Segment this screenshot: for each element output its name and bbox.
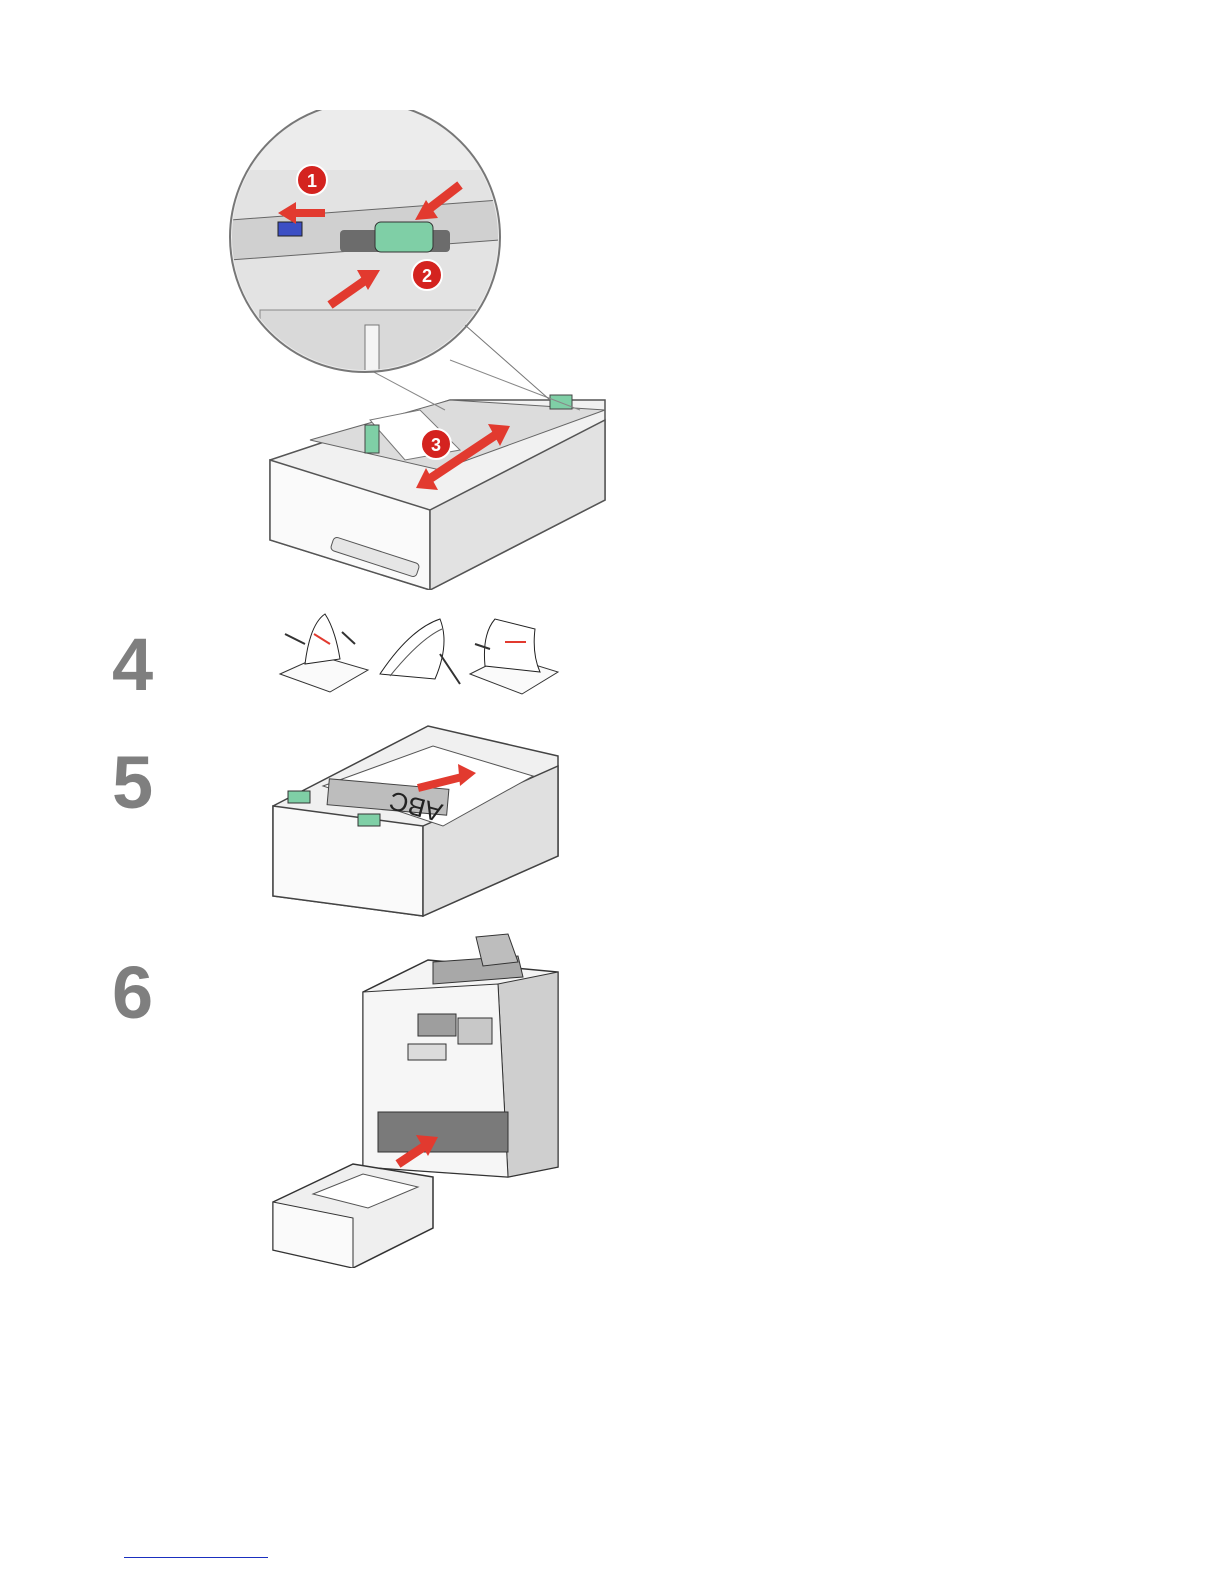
insert-tray-illustration — [268, 932, 563, 1268]
tray-with-paper-image: ABC — [273, 726, 558, 916]
callout-1: 1 — [297, 165, 327, 195]
fan-paper-image — [380, 619, 460, 684]
straighten-paper-image — [470, 619, 558, 694]
callout-3: 3 — [421, 429, 451, 459]
svg-text:1: 1 — [307, 171, 317, 191]
step-number-6: 6 — [112, 956, 182, 1030]
svg-text:2: 2 — [422, 266, 432, 286]
svg-text:3: 3 — [431, 435, 441, 455]
step-number-5: 5 — [112, 746, 182, 820]
step-number-4: 4 — [112, 628, 182, 702]
flex-paper-image — [280, 614, 368, 692]
printer-image — [363, 934, 558, 1177]
load-paper-illustration: ABC — [268, 716, 563, 920]
zoom-detail-circle — [220, 110, 550, 400]
tray-guide-illustration: 3 1 2 — [220, 110, 620, 590]
tray-image — [273, 1164, 433, 1268]
flex-fan-paper-illustration — [270, 604, 565, 696]
footer-rule — [124, 1557, 268, 1558]
callout-2: 2 — [412, 260, 442, 290]
